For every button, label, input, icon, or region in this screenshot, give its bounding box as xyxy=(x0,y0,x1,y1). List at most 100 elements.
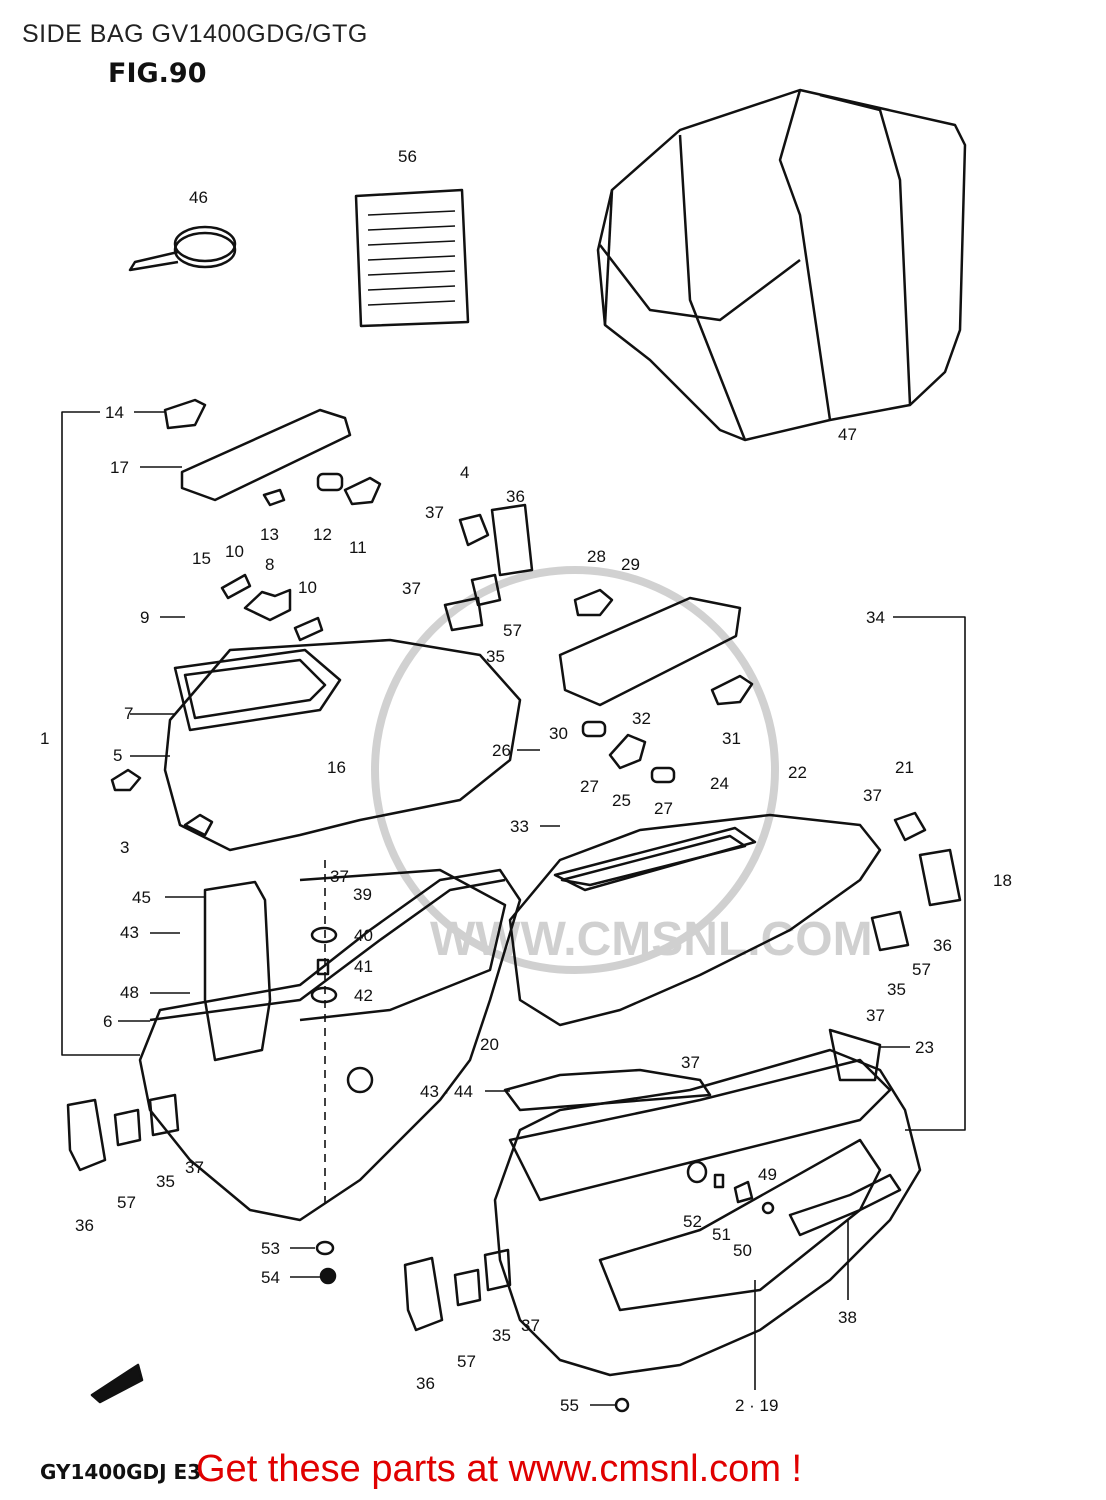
part-36-57-35-lower-right-lock xyxy=(403,1248,512,1332)
callout-41: 41 xyxy=(354,957,373,976)
part-22-right-case-top xyxy=(508,813,882,1027)
part-34-right-lid xyxy=(558,596,742,707)
callout-39: 39 xyxy=(353,885,372,904)
callout-25: 25 xyxy=(612,791,631,810)
part-46-strap-roll xyxy=(128,225,237,272)
callout-50: 50 xyxy=(733,1241,752,1260)
callout-1: 1 xyxy=(40,729,49,748)
part-8-10-latch-bracket xyxy=(220,573,324,642)
callout-34: 34 xyxy=(866,608,885,627)
callout-10a: 10 xyxy=(225,542,244,561)
callout-9: 9 xyxy=(140,608,149,627)
part-36-21-right-lock-set xyxy=(870,811,962,952)
part-49-52-lock-parts xyxy=(686,1160,775,1215)
page-title: SIDE BAG GV1400GDG/GTG xyxy=(22,20,368,48)
callout-36c: 36 xyxy=(75,1216,94,1235)
callout-55: 55 xyxy=(560,1396,579,1415)
part-56-caution-label xyxy=(354,188,470,328)
callout-28: 28 xyxy=(587,547,606,566)
callout-56: 56 xyxy=(398,147,417,166)
cta-link[interactable]: Get these parts at www.cmsnl.com ! xyxy=(196,1448,803,1490)
callout-45: 45 xyxy=(132,888,151,907)
part-36-57-35-lower-left-lock xyxy=(66,1093,180,1172)
callout-10b: 10 xyxy=(298,578,317,597)
part-12-11-handles xyxy=(262,472,382,507)
part-5-left-case-top xyxy=(163,638,522,852)
callout-57c: 57 xyxy=(117,1193,136,1212)
part-38-emblem xyxy=(788,1173,902,1237)
callout-37a: 37 xyxy=(425,503,444,522)
callout-12: 12 xyxy=(313,525,332,544)
callout-49: 49 xyxy=(758,1165,777,1184)
callout-37c: 37 xyxy=(863,786,882,805)
part-55-screw xyxy=(614,1397,630,1413)
callout-29: 29 xyxy=(621,555,640,574)
part-6-left-case-body xyxy=(138,868,522,1222)
callout-23: 23 xyxy=(915,1038,934,1057)
callout-4: 4 xyxy=(460,463,469,482)
callout-57a: 57 xyxy=(503,621,522,640)
callout-43-44: 43 · 44 xyxy=(420,1082,473,1101)
callout-37b: 37 xyxy=(402,579,421,598)
callout-43: 43 xyxy=(120,923,139,942)
callout-24: 24 xyxy=(710,774,729,793)
assembly-bracket-lines xyxy=(61,411,966,1406)
callout-13: 13 xyxy=(260,525,279,544)
front-arrow-icon xyxy=(90,1363,144,1404)
callout-6: 6 xyxy=(103,1012,112,1031)
callout-36b: 36 xyxy=(933,936,952,955)
callout-5: 5 xyxy=(113,746,122,765)
callout-8: 8 xyxy=(265,555,274,574)
part-25-27-latch-parts xyxy=(581,720,676,784)
callout-35c: 35 xyxy=(156,1172,175,1191)
callout-7: 7 xyxy=(124,704,133,723)
callout-38: 38 xyxy=(838,1308,857,1327)
part-53-54-bolts xyxy=(315,1240,337,1285)
callout-31: 31 xyxy=(722,729,741,748)
callout-37g: 37 xyxy=(185,1158,204,1177)
callout-40: 40 xyxy=(354,926,373,945)
callout-3: 3 xyxy=(120,838,129,857)
callout-27a: 27 xyxy=(580,777,599,796)
callout-18: 18 xyxy=(993,871,1012,890)
callout-20: 20 xyxy=(480,1035,499,1054)
callout-30: 30 xyxy=(549,724,568,743)
callout-37d: 37 xyxy=(330,867,349,886)
part-36-35-left-lock-set xyxy=(443,503,534,632)
callout-32: 32 xyxy=(632,709,651,728)
callout-36a: 36 xyxy=(506,487,525,506)
callout-14: 14 xyxy=(105,403,124,422)
callout-11: 11 xyxy=(349,538,367,557)
callout-57b: 57 xyxy=(912,960,931,979)
callout-46: 46 xyxy=(189,188,208,207)
callout-35a: 35 xyxy=(486,647,505,666)
callout-51: 51 xyxy=(712,1225,731,1244)
callout-26: 26 xyxy=(492,741,511,760)
part-40-42-grommets xyxy=(310,926,338,1004)
part-47-inner-bag xyxy=(596,88,967,442)
part-2-right-case-body xyxy=(493,1028,922,1377)
callout-15: 15 xyxy=(192,549,211,568)
callout-2-19: 2 · 19 xyxy=(735,1396,778,1415)
model-code: GY1400GDJ E3 xyxy=(40,1460,202,1484)
callout-37e: 37 xyxy=(866,1006,885,1025)
callout-35d: 35 xyxy=(492,1326,511,1345)
callout-52: 52 xyxy=(683,1212,702,1231)
callout-47: 47 xyxy=(838,425,857,444)
callout-57d: 57 xyxy=(457,1352,476,1371)
part-31-handle xyxy=(573,588,754,706)
watermark-logo: WWW.CMSNL.COM xyxy=(371,566,873,974)
callout-37f: 37 xyxy=(681,1053,700,1072)
part-14-hinge xyxy=(163,398,207,430)
callout-17: 17 xyxy=(110,458,129,477)
figure-number: FIG.90 xyxy=(108,58,207,89)
callout-35b: 35 xyxy=(887,980,906,999)
part-17-lid-cover xyxy=(180,408,352,502)
part-3-latch-knob xyxy=(110,768,214,837)
callout-labels: 46 56 47 14 17 13 12 11 15 10 8 10 9 4 3… xyxy=(40,147,1012,1415)
callout-16: 16 xyxy=(327,758,346,777)
callout-33: 33 xyxy=(510,817,529,836)
callout-54: 54 xyxy=(261,1268,280,1287)
callout-48: 48 xyxy=(120,983,139,1002)
